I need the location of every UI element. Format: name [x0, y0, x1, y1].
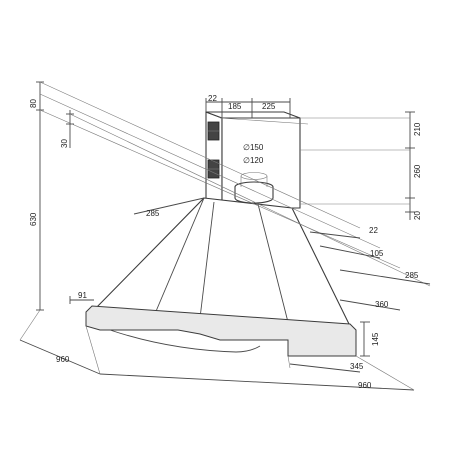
label-285-right: 285 [405, 271, 419, 280]
label-225-top: 225 [262, 102, 276, 111]
hood-front-band [85, 305, 357, 357]
front-band-arch [109, 329, 261, 353]
label-30: 30 [60, 139, 69, 148]
dim-line-105 [319, 245, 381, 259]
dim-line-360 [339, 299, 401, 311]
label-630: 630 [29, 212, 38, 226]
label-345: 345 [350, 362, 364, 371]
label-360: 360 [375, 300, 389, 309]
label-22-right: 22 [369, 226, 378, 235]
label-260: 260 [413, 164, 422, 178]
label-285-left: 285 [146, 209, 160, 218]
label-120: ∅120 [243, 156, 264, 165]
dimension-lines [19, 81, 431, 391]
label-210: 210 [413, 122, 422, 136]
hood-body [85, 197, 357, 357]
label-20: 20 [413, 211, 422, 220]
chimney-top-face [205, 111, 301, 119]
label-91: 91 [78, 291, 87, 300]
label-105: 105 [370, 249, 384, 258]
label-185: 185 [228, 102, 242, 111]
label-145: 145 [371, 332, 380, 346]
dimension-labels: 80 30 630 22 185 225 ∅150 ∅120 210 260 2… [29, 94, 422, 390]
label-960-left: 960 [56, 355, 70, 364]
dim-line-285-left [133, 197, 205, 215]
dim-line-285-right [339, 269, 431, 285]
label-22-top: 22 [208, 94, 217, 103]
label-960-bottom: 960 [358, 381, 372, 390]
dim-line-960-left [19, 339, 101, 375]
exhaust-collar [234, 187, 274, 204]
dim-line-960-bottom [99, 373, 415, 391]
label-80: 80 [29, 99, 38, 108]
label-150: ∅150 [243, 143, 264, 152]
dim-line-22 [309, 231, 361, 239]
dim-line-345 [289, 363, 361, 373]
